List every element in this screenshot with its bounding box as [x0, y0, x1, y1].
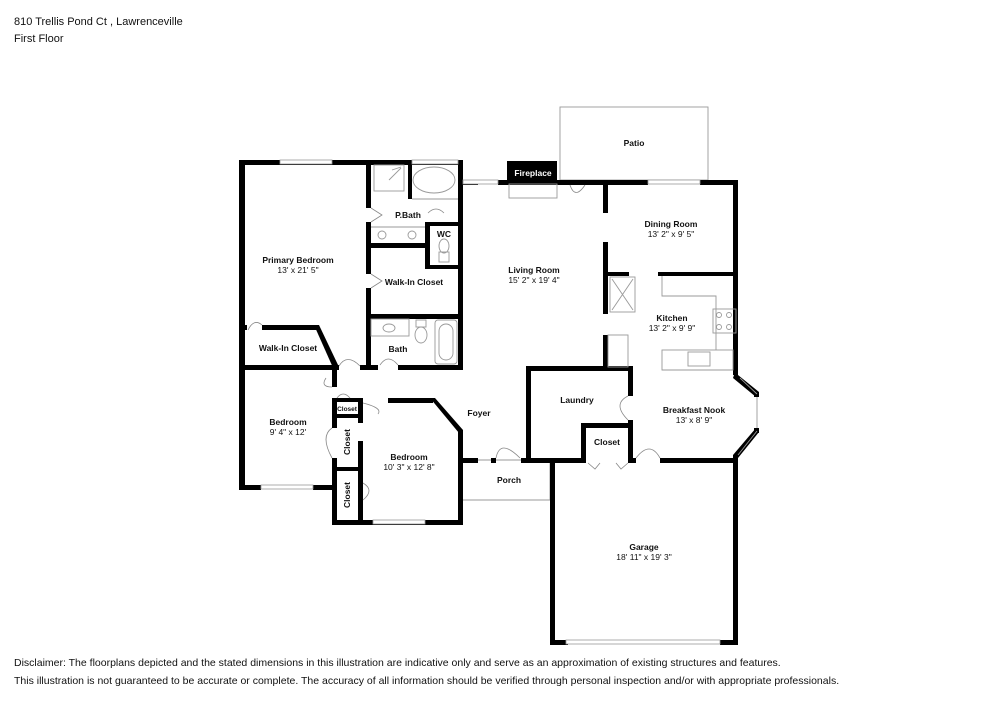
room-label-breakfast-nook: Breakfast Nook — [663, 405, 726, 415]
room-dims-primary-bedroom: 13' x 21' 5" — [277, 265, 318, 275]
room-dims-bedroom-1: 9' 4" x 12' — [270, 427, 307, 437]
windows — [260, 159, 758, 645]
kitchen-fixtures — [607, 276, 737, 371]
room-label-closet-garage: Closet — [594, 437, 620, 447]
room-dims-garage: 18' 11" x 19' 3" — [616, 552, 671, 562]
room-label-porch: Porch — [497, 475, 521, 485]
walls — [239, 160, 759, 645]
room-label-bedroom-1: Bedroom — [269, 417, 307, 427]
property-address: 810 Trellis Pond Ct , Lawrenceville — [14, 16, 183, 28]
room-label-closet-low: Closet — [342, 482, 352, 508]
room-label-bedroom-2: Bedroom — [390, 452, 428, 462]
room-dims-dining-room: 13' 2" x 9' 5" — [648, 229, 695, 239]
disclaimer-line-2: This illustration is not guaranteed to b… — [14, 675, 840, 687]
fireplace-block — [507, 161, 557, 183]
room-label-kitchen: Kitchen — [656, 313, 687, 323]
room-label-walk-in-closet-1: Walk-In Closet — [385, 277, 443, 287]
room-label-wc: WC — [437, 229, 451, 239]
room-label-closet-mid: Closet — [342, 429, 352, 455]
room-label-garage: Garage — [629, 542, 659, 552]
room-dims-breakfast-nook: 13' x 8' 9" — [676, 415, 713, 425]
room-label-patio: Patio — [624, 138, 645, 148]
doors — [247, 184, 661, 501]
pbath-fixtures — [371, 164, 458, 263]
room-label-primary-bedroom: Primary Bedroom — [262, 255, 334, 265]
room-label-laundry: Laundry — [560, 395, 594, 405]
room-label-bath: Bath — [389, 344, 408, 354]
room-label-foyer: Foyer — [467, 408, 491, 418]
floor-label: First Floor — [14, 33, 64, 45]
room-label-closet-small: Closet — [337, 406, 358, 413]
room-label-p-bath: P.Bath — [395, 210, 421, 220]
bath-fixtures — [370, 318, 458, 365]
room-dims-bedroom-2: 10' 3" x 12' 8" — [383, 462, 434, 472]
disclaimer-line-1: Disclaimer: The floorplans depicted and … — [14, 657, 781, 669]
room-label-fireplace: Fireplace — [514, 168, 552, 178]
room-dims-kitchen: 13' 2" x 9' 9" — [649, 323, 696, 333]
room-label-dining-room: Dining Room — [645, 219, 698, 229]
room-dims-living-room: 15' 2" x 19' 4" — [508, 275, 559, 285]
room-label-living-room: Living Room — [508, 265, 560, 275]
room-label-walk-in-closet-2: Walk-In Closet — [259, 343, 317, 353]
hearth — [508, 183, 558, 199]
